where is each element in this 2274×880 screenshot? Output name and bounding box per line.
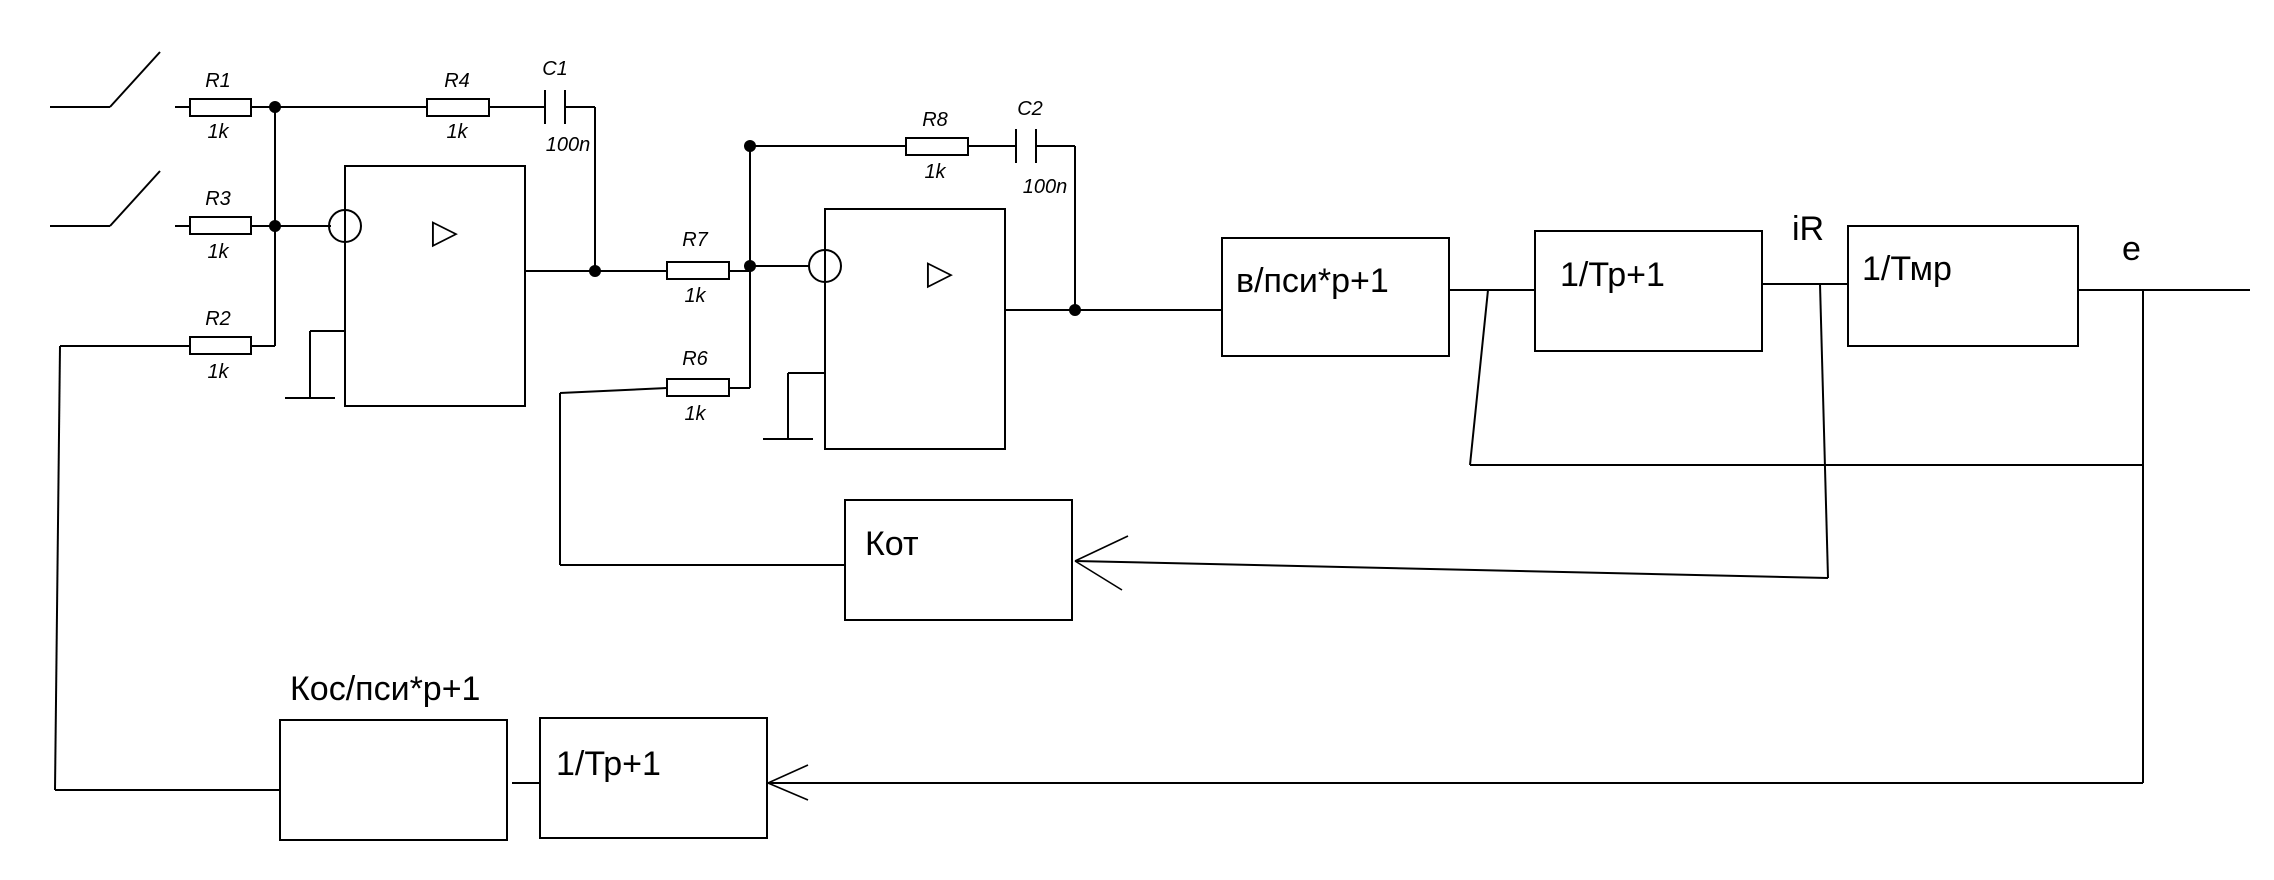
block-current-loop-label: 1/Тр+1 <box>1560 256 1665 294</box>
c2-value: 100n <box>1023 176 1068 198</box>
arrow-current-feedback <box>1074 535 1129 591</box>
r6-ref: R6 <box>682 348 708 370</box>
signal-current-label: iR <box>1792 210 1824 248</box>
c1-ref: C1 <box>542 58 568 80</box>
r1-value: 1k <box>207 121 229 143</box>
r2-value: 1k <box>207 361 229 383</box>
r7-ref: R7 <box>682 229 708 251</box>
block-current-feedback: Кот <box>844 499 1073 621</box>
plant-wiring <box>512 283 2250 784</box>
arrow-speed-feedback <box>767 764 809 801</box>
r4-value: 1k <box>446 121 468 143</box>
resistor-r7: R7 1k <box>666 229 730 307</box>
input-switch-1 <box>50 51 161 108</box>
signal-emf-label: e <box>2122 230 2141 268</box>
c1-value: 100n <box>546 134 591 156</box>
block-current-loop: 1/Тр+1 <box>1534 230 1763 352</box>
r2-ref: R2 <box>205 308 231 330</box>
r4-ref: R4 <box>444 70 470 92</box>
resistor-r3: R3 1k <box>189 188 252 263</box>
r1-ref: R1 <box>205 70 231 92</box>
capacitor-c2: C2 100n <box>1015 98 1068 198</box>
stage1-wiring <box>54 106 750 791</box>
junction-dots <box>269 101 1081 316</box>
r8-value: 1k <box>924 161 946 183</box>
resistor-r8: R8 1k <box>905 109 969 183</box>
block-speed-feedback-gain-label: Кос/пси*р+1 <box>290 670 480 708</box>
opamp-1: ▷ <box>285 165 526 407</box>
opamp-2: ▷ <box>763 208 1006 450</box>
opamp-1-symbol: ▷ <box>432 213 459 251</box>
resistor-r2: R2 1k <box>189 308 252 383</box>
block-speed-feedback-gain: Кос/пси*р+1 <box>279 670 508 841</box>
block-speed-feedback-label: 1/Тр+1 <box>556 745 661 783</box>
block-mechanical-label: 1/Тмр <box>1862 250 1952 288</box>
block-current-feedback-label: Кот <box>865 525 919 563</box>
c2-ref: C2 <box>1017 98 1043 120</box>
r3-value: 1k <box>207 241 229 263</box>
r7-value: 1k <box>684 285 706 307</box>
r6-value: 1k <box>684 403 706 425</box>
resistor-r1: R1 1k <box>189 70 252 143</box>
r8-ref: R8 <box>922 109 948 131</box>
block-mechanical: 1/Тмр <box>1847 225 2079 347</box>
input-switch-2 <box>50 170 161 227</box>
block-converter: в/пси*р+1 <box>1221 237 1450 357</box>
r3-ref: R3 <box>205 188 231 210</box>
block-converter-label: в/пси*р+1 <box>1236 262 1389 300</box>
resistor-r4: R4 1k <box>426 70 490 143</box>
block-speed-feedback: 1/Тр+1 <box>539 717 768 839</box>
resistor-r6: R6 1k <box>666 348 730 425</box>
opamp-2-symbol: ▷ <box>927 254 954 292</box>
capacitor-c1: C1 100n <box>542 58 590 156</box>
